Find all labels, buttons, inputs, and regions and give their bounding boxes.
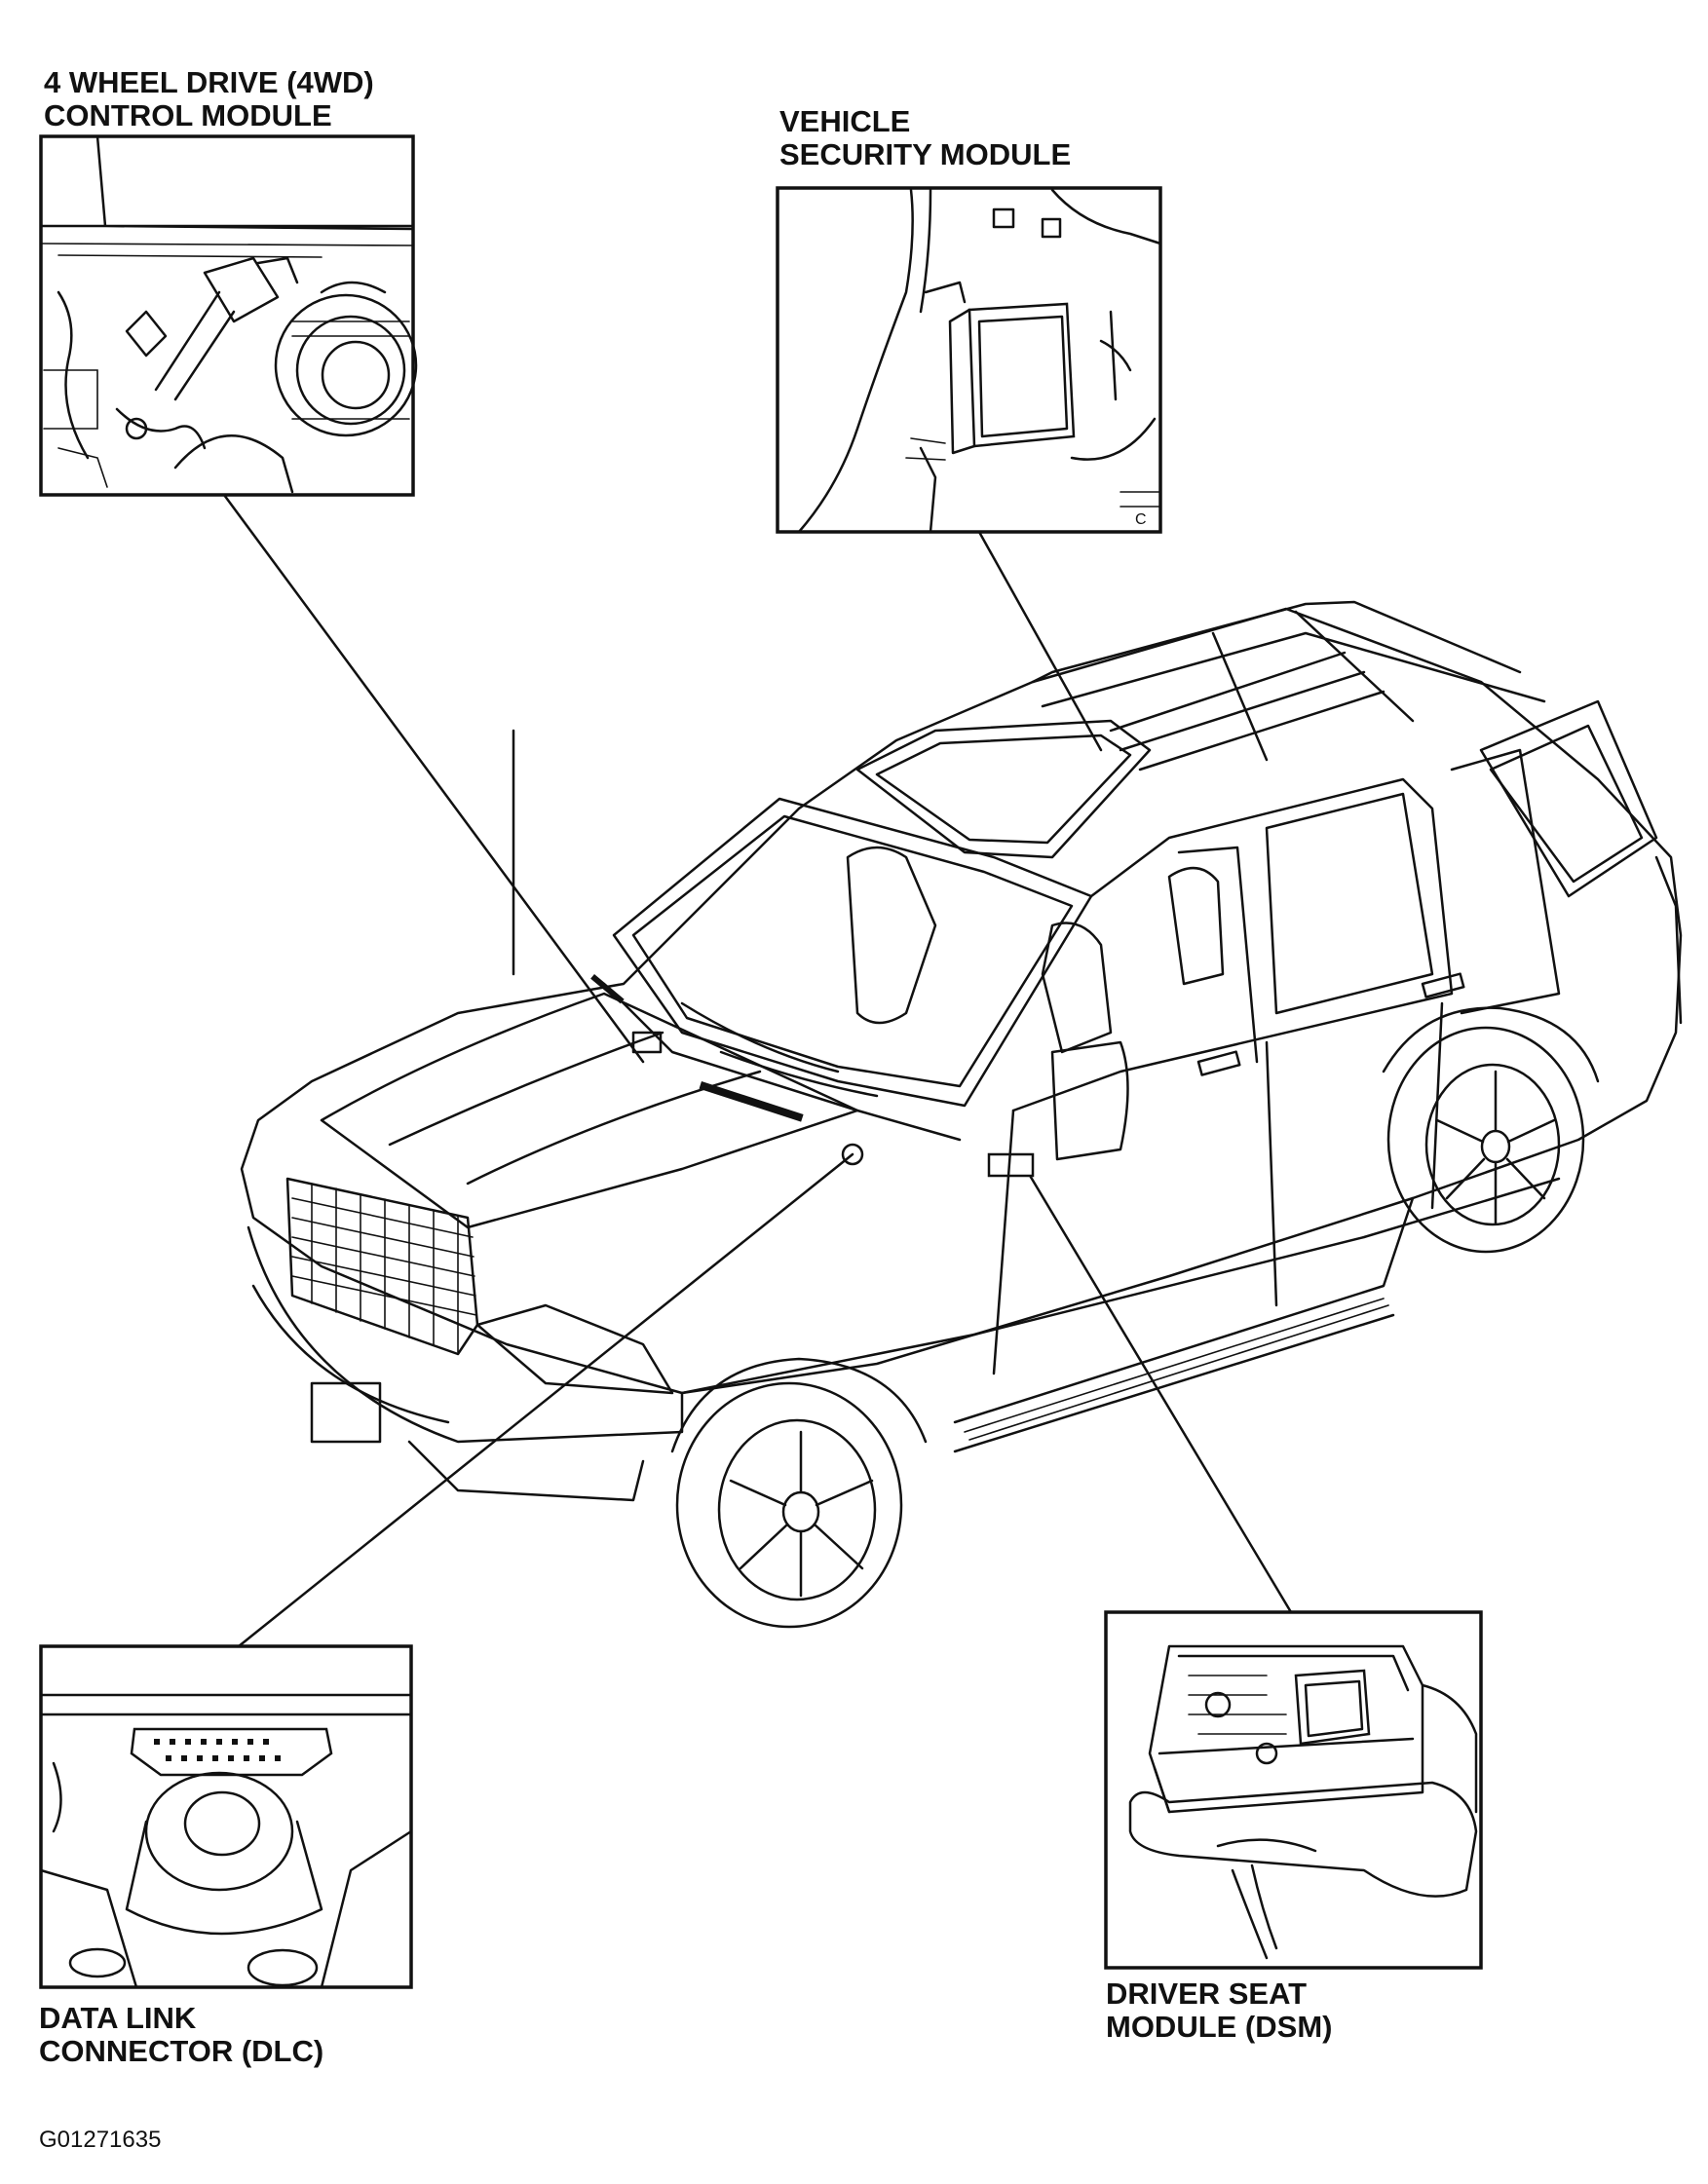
dlc-pins — [154, 1739, 281, 1761]
leader-4wd — [222, 493, 645, 1064]
seat-module-box — [1294, 1669, 1371, 1746]
label-4wd-line1: 4 WHEEL DRIVE (4WD) — [44, 65, 374, 99]
4wd-marker — [631, 1031, 663, 1054]
inset-dlc-frame — [39, 1644, 413, 1989]
inset-dsm-frame — [1104, 1610, 1483, 1970]
label-4wd-control-module: 4 WHEEL DRIVE (4WD) CONTROL MODULE — [44, 66, 374, 132]
leader-security — [977, 530, 1103, 752]
inset-4wd-module — [39, 134, 418, 497]
inset-driver-seat-module — [1104, 1610, 1483, 1970]
inset-vsm-frame — [776, 186, 1162, 534]
dlc-connector — [130, 1727, 333, 1777]
label-dlc-line1: DATA LINK — [39, 2001, 197, 2035]
grille — [285, 1177, 479, 1356]
label-vsm-line1: VEHICLE — [779, 104, 911, 138]
side-mirror — [1050, 1040, 1129, 1161]
label-dsm-line1: DRIVER SEAT — [1106, 1977, 1308, 2011]
inset-mark-c: C — [1135, 511, 1147, 528]
grille-mesh — [291, 1183, 477, 1353]
security-module-box — [968, 302, 1076, 448]
dlc-marker — [841, 1143, 864, 1166]
cowl-vents — [590, 973, 804, 1122]
label-dsm-line2: MODULE (DSM) — [1106, 2010, 1333, 2044]
figure-id: G01271635 — [39, 2127, 162, 2153]
inset-data-link-connector — [39, 1644, 413, 1989]
label-vsm-line2: SECURITY MODULE — [779, 137, 1072, 171]
leader-lines — [222, 493, 1293, 1648]
running-board-ribs — [964, 1298, 1389, 1441]
inset-4wd-frame — [39, 134, 415, 497]
label-4wd-line2: CONTROL MODULE — [44, 98, 332, 132]
label-dlc-line2: CONNECTOR (DLC) — [39, 2034, 324, 2068]
label-driver-seat-module: DRIVER SEAT MODULE (DSM) — [1106, 1977, 1332, 2044]
vehicle-suv — [240, 600, 1683, 1629]
front-wheel — [670, 1357, 928, 1629]
rear-wheel — [1382, 1006, 1600, 1254]
leader-dlc — [237, 1152, 854, 1648]
label-data-link-connector: DATA LINK CONNECTOR (DLC) — [39, 2002, 323, 2068]
label-vehicle-security-module: VEHICLE SECURITY MODULE — [779, 105, 1071, 171]
inset-vehicle-security-module — [776, 186, 1162, 534]
